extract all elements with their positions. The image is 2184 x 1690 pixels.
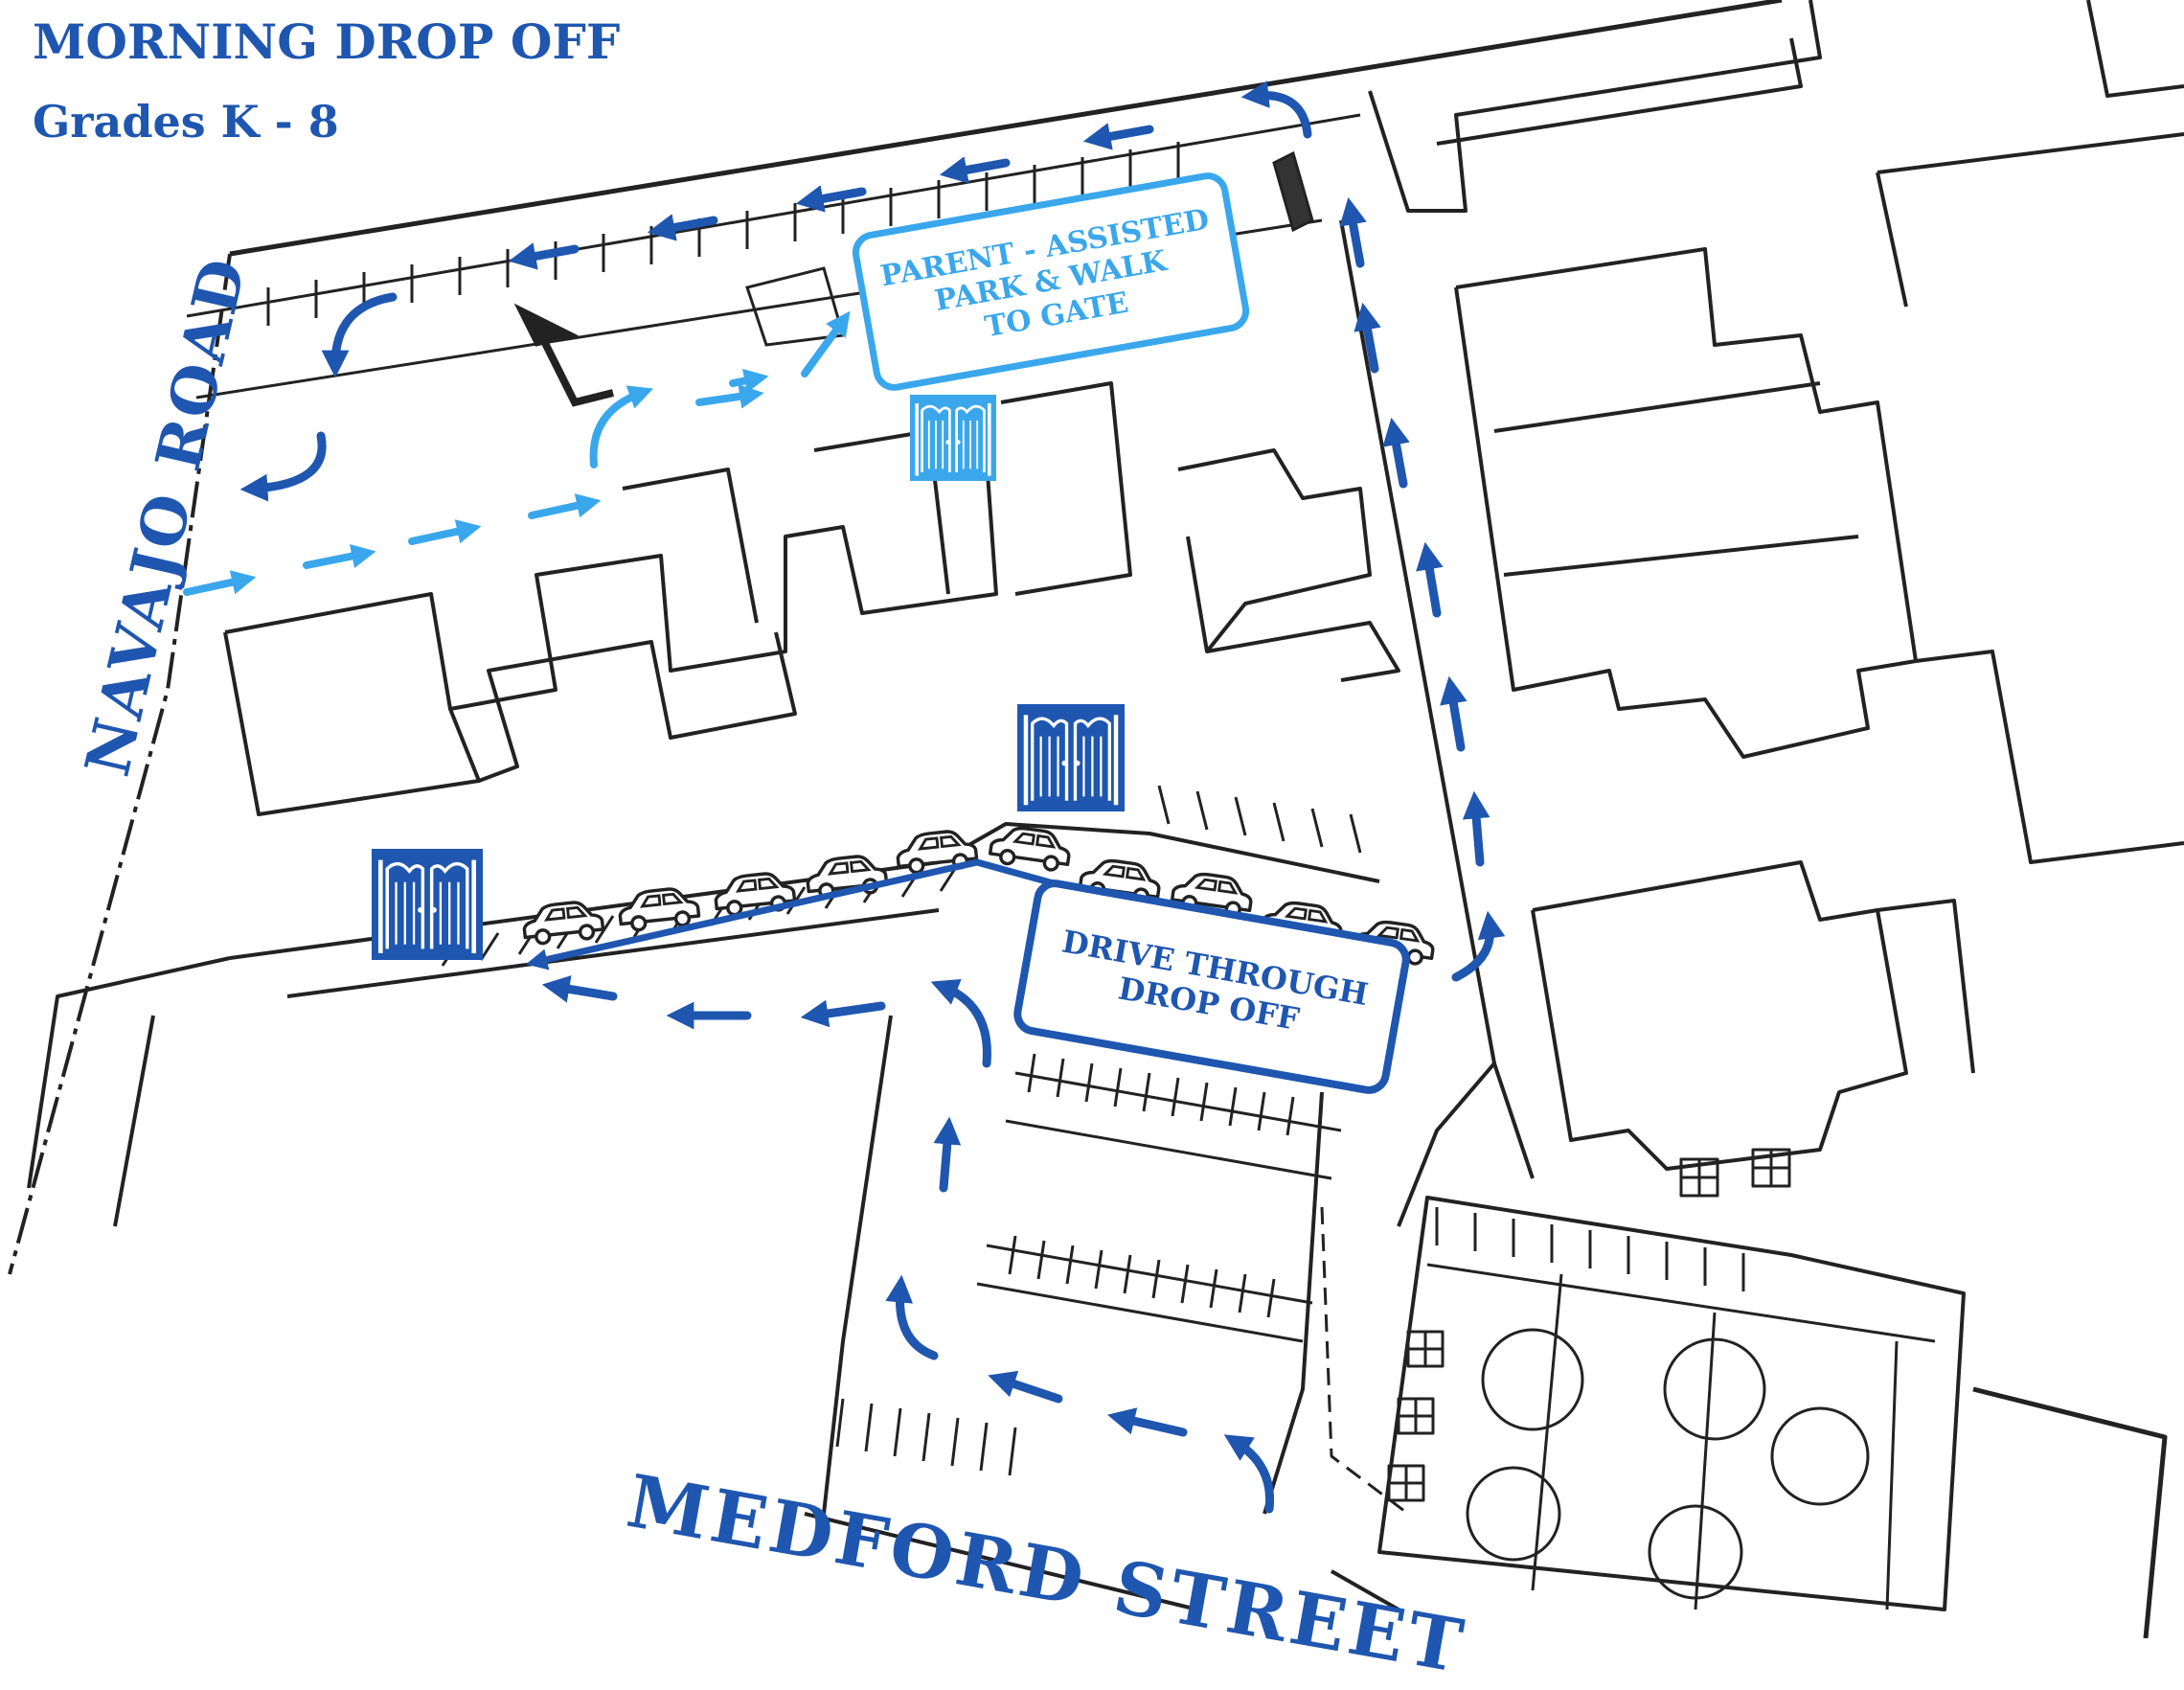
arrow-icon bbox=[1451, 910, 1506, 982]
arrow-icon bbox=[1082, 123, 1154, 150]
arrow-icon bbox=[930, 978, 991, 1068]
arrow-icon bbox=[939, 156, 1011, 184]
arrow-icon bbox=[1240, 80, 1312, 139]
arrow-icon bbox=[589, 385, 654, 468]
arrow-icon bbox=[885, 1274, 939, 1360]
arrow-icon bbox=[239, 431, 327, 502]
arrow-icon bbox=[1106, 1407, 1188, 1437]
arrow-icon bbox=[801, 310, 851, 377]
arrow-icon bbox=[1382, 417, 1410, 489]
arrow-icon bbox=[321, 292, 398, 378]
arrow-icon bbox=[528, 493, 602, 519]
arrow-icon bbox=[729, 368, 769, 394]
park-walk-route bbox=[183, 310, 851, 596]
gate-icon-north bbox=[910, 395, 996, 481]
arrow-icon bbox=[933, 1116, 962, 1193]
arrow-icon bbox=[1354, 302, 1381, 374]
arrow-icon bbox=[508, 242, 580, 270]
arrow-icon bbox=[541, 975, 618, 1003]
arrow-icon bbox=[408, 519, 482, 545]
arrow-icon bbox=[1440, 675, 1467, 752]
page-title: MORNING DROP OFF bbox=[33, 13, 621, 70]
drive-through-route bbox=[239, 80, 1506, 1514]
arrow-icon bbox=[1462, 790, 1490, 867]
arrow-icon bbox=[695, 384, 764, 409]
campus-map bbox=[8, 0, 2184, 1638]
page-subtitle: Grades K - 8 bbox=[33, 96, 339, 148]
arrow-icon bbox=[1339, 196, 1367, 268]
car-icon bbox=[987, 822, 1074, 875]
arrow-icon bbox=[1416, 541, 1444, 618]
arrow-icon bbox=[1223, 1434, 1275, 1514]
gate-icon-center bbox=[1017, 704, 1125, 811]
arrow-icon bbox=[988, 1370, 1063, 1404]
arrow-icon bbox=[800, 999, 886, 1028]
arrow-icon bbox=[303, 543, 376, 569]
arrow-icon bbox=[647, 214, 718, 241]
gate-icon-west bbox=[372, 849, 483, 960]
site-plan bbox=[8, 0, 2184, 1638]
arrow-icon bbox=[183, 570, 257, 596]
arrow-icon bbox=[795, 185, 867, 213]
